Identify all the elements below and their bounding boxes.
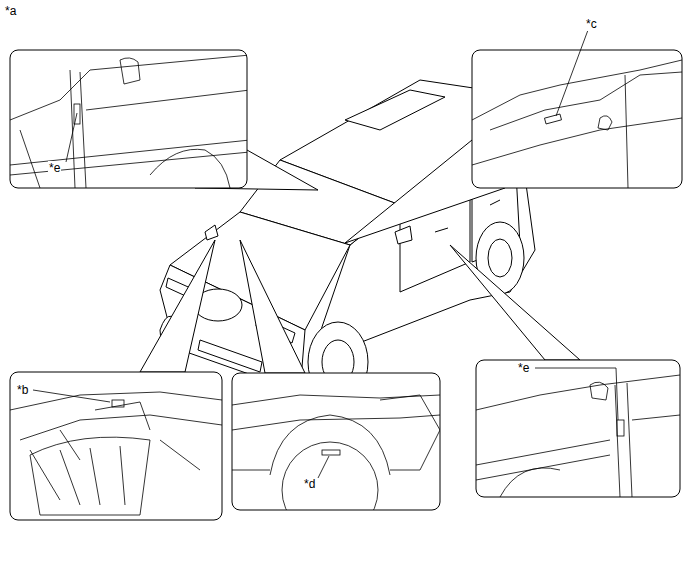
callout-label: *c [585, 17, 598, 31]
inset-sketch [10, 55, 682, 538]
detail-inset [10, 50, 682, 520]
leader-line [33, 30, 618, 478]
callout-label: *d [303, 477, 316, 491]
callout-label: *e [48, 161, 61, 175]
callout-label: *e [517, 361, 530, 375]
callout-label: *b [16, 383, 29, 397]
callout-label: *a [4, 4, 17, 18]
